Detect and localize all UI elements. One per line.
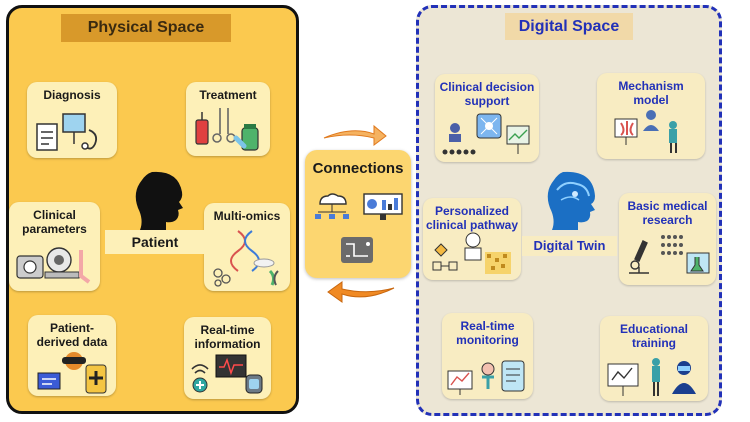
card-real-time-information-label: Real-time information: [194, 323, 261, 351]
card-basic-medical-research-label: Basic medical research: [627, 199, 708, 227]
arrow-right-icon: [323, 124, 387, 146]
card-personalized-clinical-pathway: Personalized clinical pathway: [423, 198, 521, 280]
card-treatment-label: Treatment: [199, 88, 257, 102]
pathway-icon: [432, 232, 511, 274]
diagnosis-icon: [36, 113, 98, 151]
patient-data-icon: [37, 352, 107, 394]
card-personalized-clinical-pathway-label: Personalized clinical pathway: [425, 204, 519, 232]
physical-space-title: Physical Space: [61, 14, 231, 42]
digital-space-title: Digital Space: [505, 13, 633, 40]
arrow-left-icon: [327, 281, 395, 303]
ct-scanner-icon: [16, 247, 91, 284]
training-icon: [607, 358, 696, 396]
card-multi-omics: Multi-omics: [204, 203, 290, 291]
card-real-time-monitoring-label: Real-time monitoring: [456, 319, 519, 347]
digital-twin-label: Digital Twin: [522, 236, 617, 256]
connections-label: Connections: [312, 160, 404, 177]
card-diagnosis-label: Diagnosis: [43, 88, 101, 102]
card-clinical-parameters-label: Clinical parameters: [22, 208, 87, 236]
card-mechanism-model-label: Mechanism model: [618, 79, 684, 107]
monitor-wearable-icon: [191, 354, 263, 394]
card-clinical-decision-support-label: Clinical decision support: [439, 80, 535, 108]
digital-brain-head-icon: [547, 171, 595, 230]
circuit-chip-icon: [341, 237, 373, 263]
card-basic-medical-research: Basic medical research: [619, 193, 716, 285]
card-clinical-parameters: Clinical parameters: [9, 202, 100, 291]
treatment-icon: [195, 108, 259, 151]
patient-label: Patient: [105, 230, 205, 254]
research-lab-icon: [629, 235, 710, 274]
cloud-network-icon: [315, 193, 349, 219]
dna-icon: [213, 230, 279, 287]
dashboard-monitor-icon: [363, 193, 403, 220]
card-clinical-decision-support: Clinical decision support: [435, 74, 539, 162]
monitoring-icon: [447, 360, 525, 395]
card-educational-training: Educational training: [600, 316, 708, 401]
patient-head-icon: [135, 171, 183, 230]
card-patient-derived-data: Patient- derived data: [28, 315, 116, 396]
decision-network-icon: [442, 113, 530, 155]
card-treatment: Treatment: [186, 82, 270, 156]
card-real-time-information: Real-time information: [184, 317, 271, 399]
model-researcher-icon: [614, 110, 677, 153]
card-multi-omics-label: Multi-omics: [213, 209, 281, 223]
card-diagnosis: Diagnosis: [27, 82, 117, 158]
card-educational-training-label: Educational training: [619, 322, 688, 350]
card-mechanism-model: Mechanism model: [597, 73, 705, 159]
card-real-time-monitoring: Real-time monitoring: [442, 313, 533, 399]
card-patient-derived-data-label: Patient- derived data: [36, 321, 108, 349]
